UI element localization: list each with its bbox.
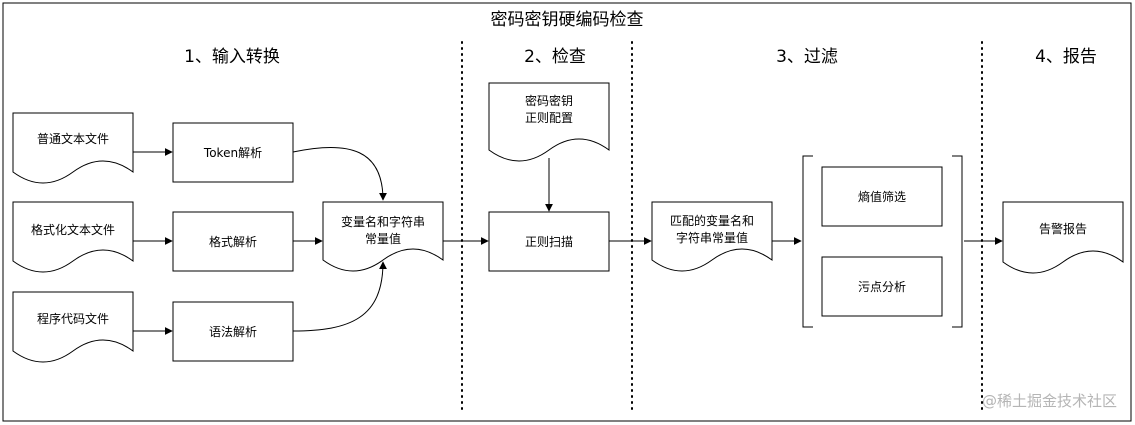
- plain-text-file-label: 普通文本文件: [37, 131, 109, 146]
- regex-scan-box: 正则扫描: [488, 211, 610, 272]
- entropy-filter-label: 熵值筛选: [858, 189, 906, 204]
- stage-report: 4、报告: [1035, 47, 1097, 67]
- format-parse-box: 格式解析: [172, 211, 294, 272]
- matched-vars-label-line2: 字符串常量值: [676, 230, 748, 245]
- vars-consts-label-line2: 常量值: [365, 231, 401, 246]
- syntax-parse-label: 语法解析: [209, 325, 257, 339]
- regex-scan-label: 正则扫描: [525, 235, 573, 249]
- syntax-parse-box: 语法解析: [172, 301, 294, 362]
- stage-input-conversion: 1、输入转换: [184, 47, 280, 67]
- formatted-text-file-label: 格式化文本文件: [31, 222, 115, 237]
- format-parse-label: 格式解析: [209, 234, 257, 249]
- plain-text-file: 普通文本文件: [12, 112, 134, 184]
- alert-report-document: 告警报告: [1002, 201, 1124, 274]
- token-parse-label: Token解析: [203, 146, 262, 160]
- stage-check: 2、检查: [524, 47, 586, 67]
- source-code-file-label: 程序代码文件: [37, 311, 109, 326]
- matched-vars-document: 匹配的变量名和 字符串常量值: [651, 201, 773, 272]
- regex-config-label-line2: 正则配置: [525, 111, 573, 125]
- taint-analysis-box: 污点分析: [821, 256, 943, 317]
- vars-consts-document: 变量名和字符串 常量值: [322, 201, 444, 272]
- edge-token-to-vars: [292, 146, 387, 201]
- matched-vars-label-line1: 匹配的变量名和: [670, 213, 754, 228]
- formatted-text-file: 格式化文本文件: [12, 201, 134, 273]
- stage-filter: 3、过滤: [776, 47, 838, 67]
- watermark: @稀土掘金技术社区: [982, 392, 1117, 410]
- source-code-file: 程序代码文件: [12, 291, 134, 363]
- entropy-filter-box: 熵值筛选: [821, 166, 943, 227]
- filter-group-left-bracket: [802, 155, 813, 328]
- edge-syntax-to-vars: [292, 261, 387, 332]
- alert-report-label: 告警报告: [1039, 221, 1087, 236]
- token-parse-box: Token解析: [172, 122, 294, 183]
- regex-config-document: 密码密钥 正则配置: [488, 82, 610, 162]
- taint-analysis-label: 污点分析: [858, 280, 906, 294]
- vars-consts-label-line1: 变量名和字符串: [341, 214, 425, 229]
- diagram-title: 密码密钥硬编码检查: [491, 10, 644, 30]
- regex-config-label-line1: 密码密钥: [525, 93, 573, 108]
- filter-group-right-bracket: [952, 155, 963, 328]
